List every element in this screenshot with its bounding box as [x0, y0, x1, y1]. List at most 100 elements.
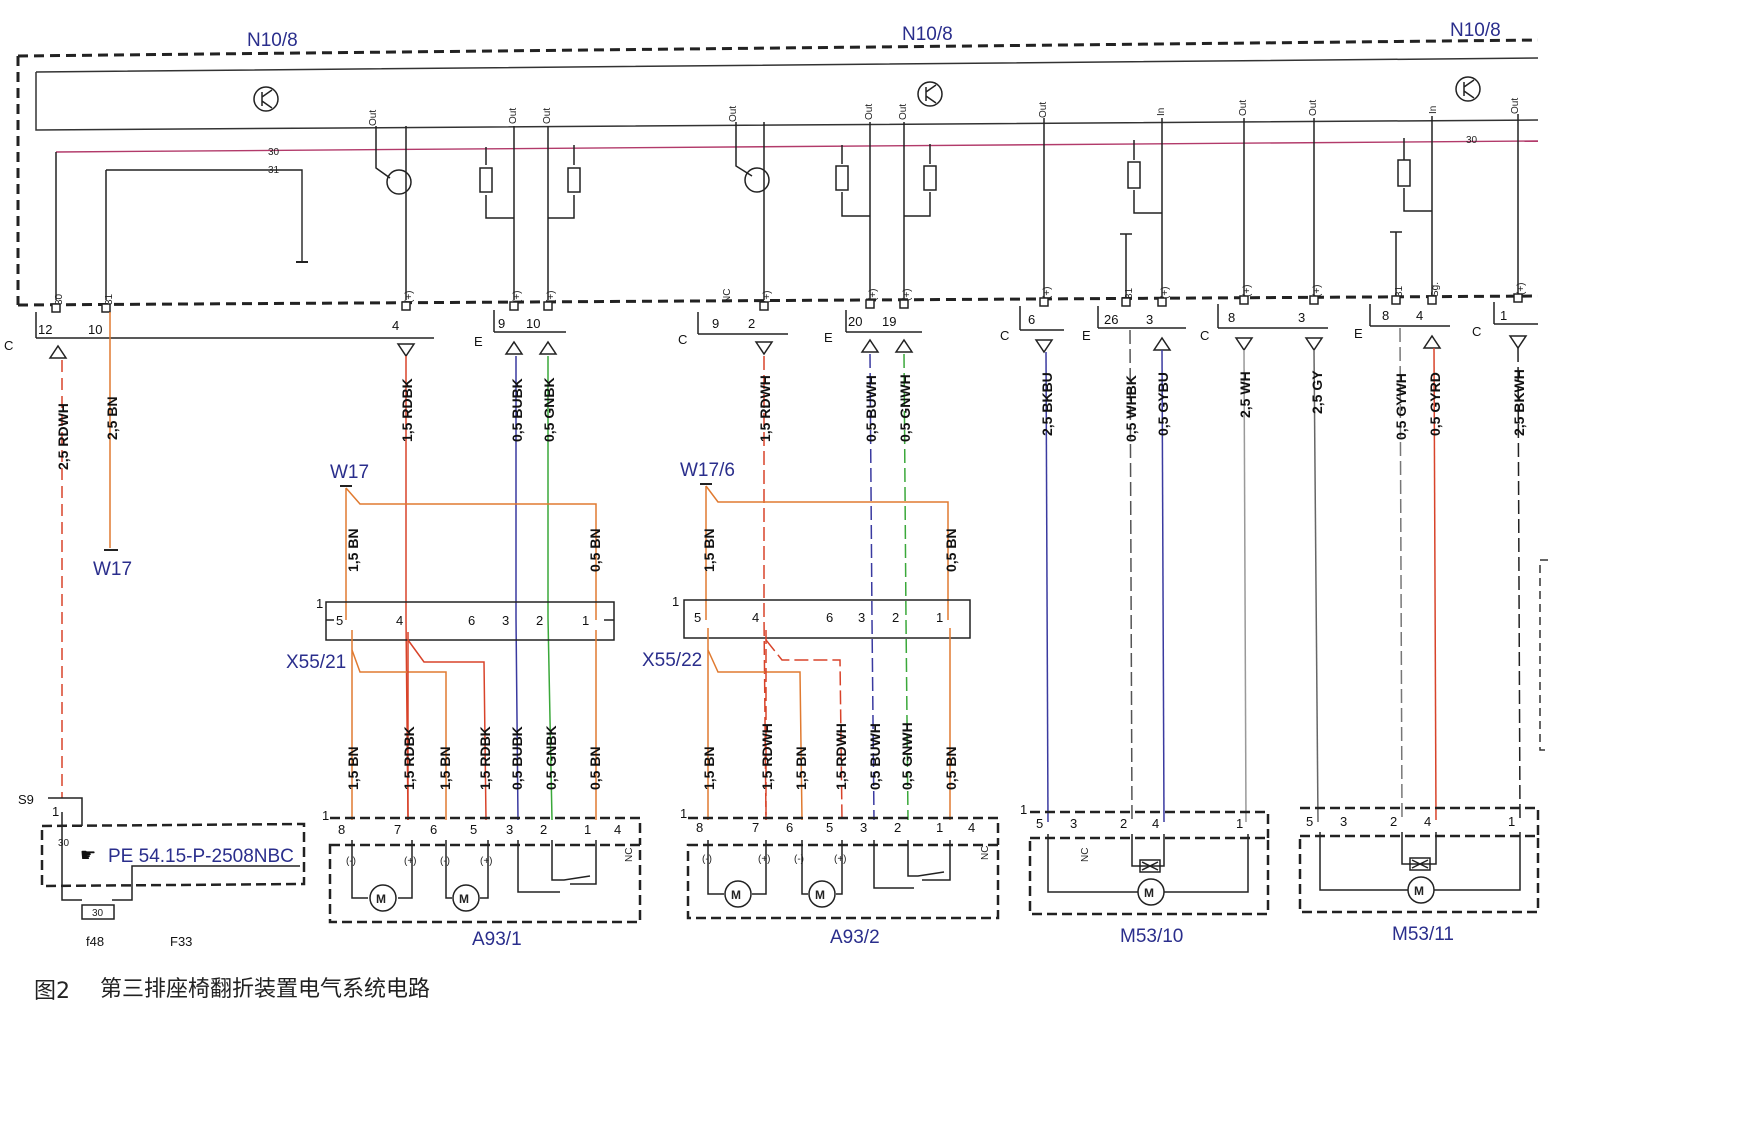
- reference-pe: PE 54.15-P-2508NBC: [108, 846, 294, 867]
- pin-number: 26: [1104, 312, 1118, 327]
- wire-label: 0,5 GYBU: [1155, 372, 1171, 436]
- a93-2-motors: [707, 840, 951, 908]
- motor-pin: 2: [540, 822, 547, 837]
- pin-number: 12: [38, 322, 52, 337]
- polarity-tag: (-): [702, 854, 712, 865]
- a93-1-outline: [328, 816, 642, 924]
- out-tag: Out: [1510, 98, 1521, 114]
- pin-number: 1: [1500, 308, 1507, 323]
- fusebox-label: F33: [170, 934, 192, 949]
- pin-number: 3: [1298, 310, 1305, 325]
- connector-blocks: [35, 302, 1538, 339]
- motor-icon: M: [459, 892, 469, 906]
- motor-icon: M: [1414, 884, 1424, 898]
- motor-pin: 5: [1306, 814, 1313, 829]
- out-tag: Out: [728, 106, 739, 122]
- component-label-m53-11: M53/11: [1392, 924, 1454, 945]
- internal-drivers: [55, 114, 1519, 300]
- a93-1-motors: [351, 840, 597, 912]
- motor-pin: 4: [614, 822, 621, 837]
- connector-x55-21: [325, 601, 615, 641]
- connector-pins-1: 5 4 6 3 2 1: [336, 613, 589, 628]
- right-edge-fragment: [1539, 559, 1548, 751]
- component-label-a93-2: A93/2: [830, 927, 880, 948]
- motor-pin: 6: [430, 822, 437, 837]
- out-tag: Out: [898, 104, 909, 120]
- block-label-c: C: [678, 332, 687, 347]
- fuse-pin30: 30: [58, 838, 70, 849]
- connector-pin: 5: [694, 610, 701, 625]
- wire-label: 2,5 RDWH: [55, 403, 71, 470]
- fuse-pin1: 1: [52, 804, 59, 819]
- wire-label: 0,5 GNBK: [543, 725, 559, 790]
- connector-pin: 5: [336, 613, 343, 628]
- pin-number: 10: [526, 316, 540, 331]
- splice-label-w17: W17: [330, 462, 369, 483]
- motor-pin: 1: [1508, 814, 1515, 829]
- pin-label: (+): [1516, 283, 1527, 296]
- wire-label: 1,5 BN: [793, 746, 809, 790]
- pin-number: 6: [1028, 312, 1035, 327]
- nc-tag: NC: [1080, 848, 1091, 862]
- connector-pin: 2: [536, 613, 543, 628]
- a93-1-pins: 8 7 6 5 3 2 1 4: [338, 822, 621, 837]
- transistor-icon-3: [1455, 76, 1481, 102]
- polarity-tag: (-): [346, 856, 356, 867]
- motor-pin: 5: [826, 820, 833, 835]
- wire-label: 1,5 BN: [345, 528, 361, 572]
- module-label-n10-8-b: N10/8: [902, 24, 953, 45]
- m53-11-pins: 5 3 2 4 1: [1306, 814, 1515, 829]
- motor-icon: M: [815, 888, 825, 902]
- wire-label: 0,5 GYRD: [1427, 372, 1443, 436]
- block-label-e: E: [824, 330, 833, 345]
- pin-number: 9: [498, 316, 505, 331]
- pin-top-labels: 30 31 (+) (+) (+) NC (+) (+) (+) (+) 31 …: [54, 282, 1527, 305]
- lower-wires-2: [707, 628, 951, 821]
- pin-numbers: 12 10 4 9 10 9 2 20 19 6 26 3 8 3 8 4 1: [38, 308, 1507, 337]
- m53-11-outline: [1298, 806, 1540, 914]
- pin-tags: Out Out Out Out Out Out Out In Out Out I…: [368, 98, 1521, 126]
- connector-pins-2: 5 4 6 3 2 1: [694, 610, 943, 625]
- splice-wires-1: [345, 487, 597, 620]
- motor-pin: 2: [1120, 816, 1127, 831]
- m53-10-motor: [1047, 834, 1249, 906]
- pin-number: 4: [392, 318, 399, 333]
- direction-arrows: [48, 334, 1528, 359]
- wire-label: 0,5 BN: [587, 528, 603, 572]
- polarity-tag: (-): [440, 856, 450, 867]
- motor-pin: 3: [506, 822, 513, 837]
- a93-2-outline: [686, 816, 1000, 920]
- block-label-c: C: [1000, 328, 1009, 343]
- wire-label: 2,5 BN: [104, 396, 120, 440]
- wire-label: 0,5 BN: [943, 528, 959, 572]
- motor-pin: 3: [860, 820, 867, 835]
- wire-label: 2,5 BKWH: [1511, 369, 1527, 436]
- fuse-wiring: [48, 797, 300, 901]
- wire-label: 1,5 RDBK: [477, 726, 493, 790]
- nc-tag: NC: [624, 848, 635, 862]
- motor-pin: 6: [786, 820, 793, 835]
- m53-11-motor: [1319, 832, 1521, 904]
- pin-label: (+): [762, 291, 773, 304]
- wire-label: 0,5 BN: [943, 746, 959, 790]
- motor-pin: 5: [470, 822, 477, 837]
- wire-label: 0,5 BN: [587, 746, 603, 790]
- pin-number: 20: [848, 314, 862, 329]
- block-label-c: C: [1200, 328, 1209, 343]
- motor-pin: 8: [338, 822, 345, 837]
- pin-label: (+): [1042, 287, 1053, 300]
- wire-label: 0,5 BUBK: [509, 726, 525, 790]
- in-tag: In: [1156, 108, 1167, 116]
- wire-label: 2,5 WH: [1237, 371, 1253, 418]
- wire-label: 0,5 WHBK: [1123, 375, 1139, 442]
- motor-icon: M: [731, 888, 741, 902]
- connector-pin: 3: [858, 610, 865, 625]
- connector-pin: 4: [752, 610, 759, 625]
- pin-number: 9: [712, 316, 719, 331]
- figure-number: 图2: [34, 979, 70, 1004]
- a93-2-polarity: (-) (+) (-) (+) NC: [702, 846, 991, 865]
- splice-label-w17-6: W17/6: [680, 460, 735, 481]
- m53-10-outline: [1028, 810, 1270, 916]
